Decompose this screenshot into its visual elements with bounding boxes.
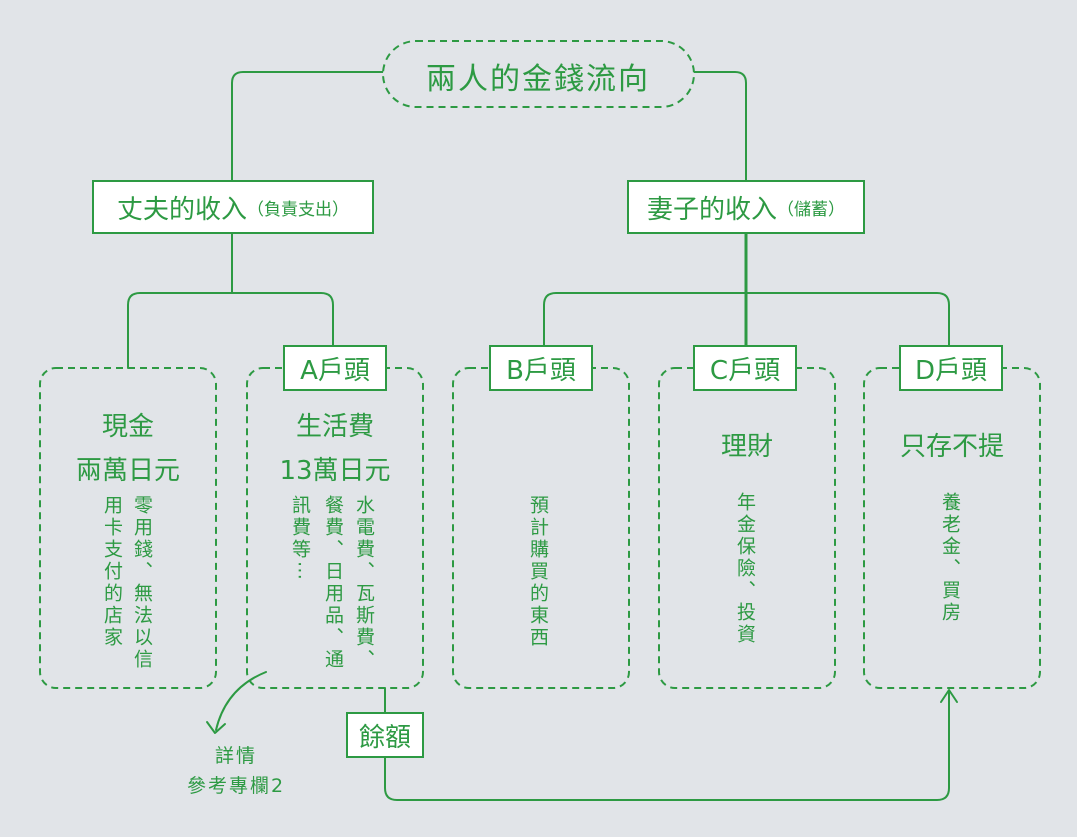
wife-income-box: 妻子的收入 （儲蓄） (627, 180, 865, 234)
connector-remainder-d (384, 691, 950, 801)
account-d-note: 養老金、買房 (939, 492, 961, 624)
cash-note-col2: 用卡支付的店家 (101, 495, 123, 649)
details-arrow-head (206, 721, 226, 734)
connector-husband-split (127, 233, 334, 369)
account-a-note-col2: 餐費、日用品、通 (322, 495, 344, 671)
husband-income-box: 丈夫的收入 （負責支出） (92, 180, 374, 234)
remainder-box: 餘額 (346, 712, 424, 758)
details-arrow (215, 671, 267, 731)
wife-income-label: 妻子的收入 (646, 194, 777, 225)
account-a-note-col1: 水電費、瓦斯費、 (353, 495, 375, 671)
details-line1: 詳情 (214, 745, 258, 767)
account-c-label: C戶頭 (693, 345, 797, 391)
account-b-label: B戶頭 (489, 345, 593, 391)
wife-income-note: （儲蓄） (777, 199, 845, 220)
husband-income-note: （負責支出） (247, 199, 349, 220)
cash-amount: 兩萬日元 (75, 456, 181, 486)
cash-title: 現金 (101, 412, 155, 442)
account-d-title: 只存不提 (899, 432, 1005, 462)
husband-income-label: 丈夫的收入 (116, 194, 247, 225)
diagram-title: 兩人的金錢流向 (426, 62, 650, 97)
account-c-title: 理財 (720, 432, 774, 462)
account-a-label: A戶頭 (283, 345, 387, 391)
connector-title-wife (693, 71, 747, 181)
account-d-label: D戶頭 (899, 345, 1003, 391)
cash-note-col1: 零用錢、無法以信 (131, 495, 153, 671)
title-pill (382, 40, 695, 108)
connector-wife-branches (543, 292, 950, 346)
connector-title-husband (231, 71, 384, 181)
account-a-title: 生活費 (295, 412, 375, 442)
account-a-note-col3: 訊費等⋯ (289, 495, 311, 583)
arrow-head-d (940, 689, 958, 703)
account-c-note: 年金保險、投資 (734, 492, 756, 646)
account-a-amount: 13萬日元 (279, 456, 391, 486)
account-b-note: 預計購買的東西 (527, 495, 549, 649)
details-line2: 參考專欄2 (186, 775, 286, 797)
cash-box (39, 367, 217, 689)
